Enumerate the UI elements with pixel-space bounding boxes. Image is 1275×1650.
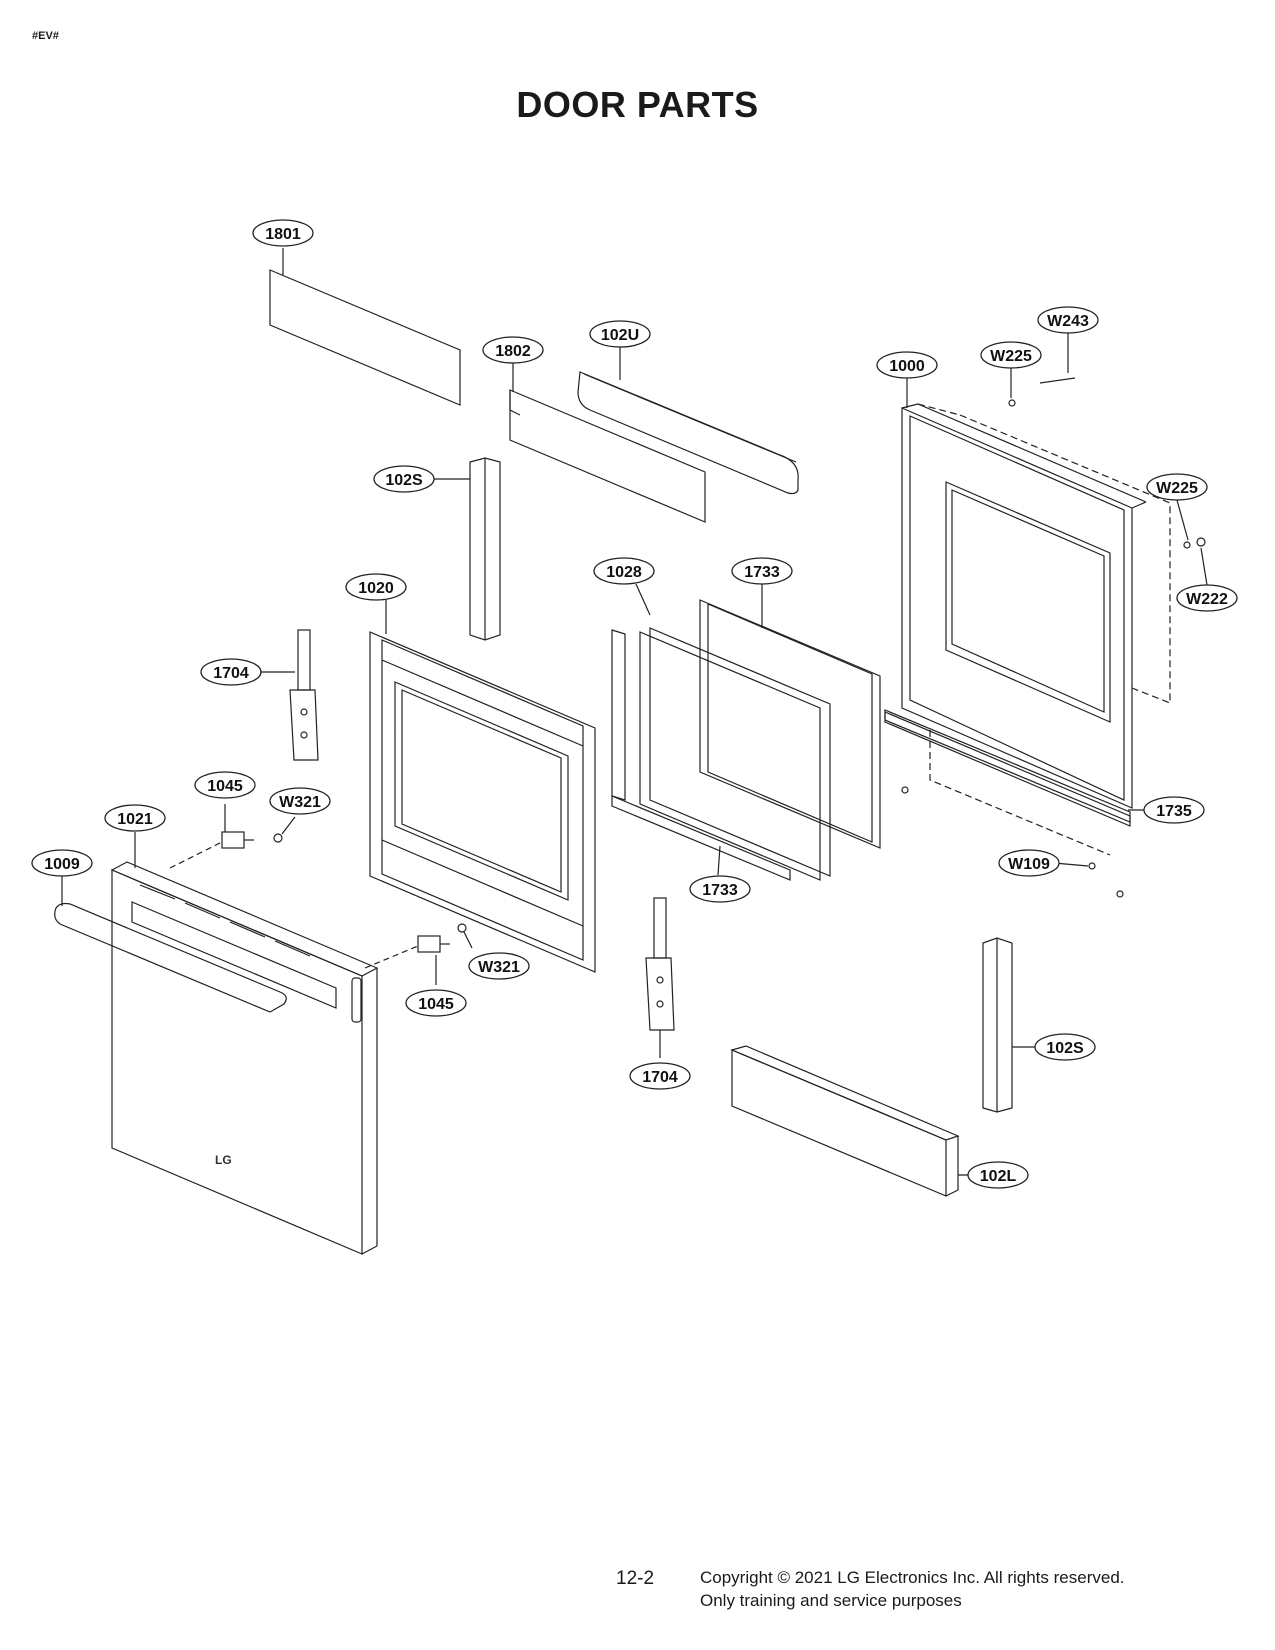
svg-text:1733: 1733: [702, 882, 738, 899]
callout-w321-lower: W321: [468, 952, 530, 980]
callout-1733-lower: 1733: [689, 875, 751, 903]
callout-w225-right: W225: [1146, 473, 1208, 501]
part-1735-bracket: [884, 711, 1131, 827]
copyright-notice: Copyright © 2021 LG Electronics Inc. All…: [700, 1566, 1125, 1612]
callout-w243: W243: [1037, 306, 1099, 334]
screw-w321-upper: [273, 833, 283, 843]
screw-w222: [1196, 537, 1206, 547]
callout-102l: 102L: [967, 1161, 1029, 1189]
svg-text:1801: 1801: [265, 226, 301, 243]
part-1045-bracket-upper: [221, 831, 254, 849]
page-title: DOOR PARTS: [516, 84, 759, 125]
part-1704-hinge-lower: [645, 897, 675, 1031]
callout-1801: 1801: [252, 219, 314, 247]
svg-text:1735: 1735: [1156, 803, 1192, 820]
callout-102s-left: 102S: [373, 465, 435, 493]
svg-text:1704: 1704: [213, 665, 249, 682]
callout-1021: 1021: [104, 804, 166, 832]
callout-w225-top: W225: [980, 341, 1042, 369]
part-102s-right-spacer: [982, 937, 1013, 1113]
copyright-line: Copyright © 2021 LG Electronics Inc. All…: [700, 1568, 1125, 1587]
washer-w225-top: [1008, 399, 1016, 407]
part-1733-lower-gasket: [611, 629, 791, 881]
screw-w109-b: [1116, 890, 1124, 898]
part-1802-sheet: [509, 389, 706, 523]
part-1020-middle-frame: [369, 631, 596, 973]
callout-1009: 1009: [31, 849, 93, 877]
part-1733-upper-gasket: [699, 599, 881, 849]
callout-1028: 1028: [593, 557, 655, 585]
svg-text:102U: 102U: [601, 327, 639, 344]
svg-text:1045: 1045: [207, 778, 243, 795]
part-102l-bottom-trim: [730, 1045, 960, 1197]
lg-logo: LG: [215, 1153, 232, 1167]
callout-w321-upper: W321: [269, 787, 331, 815]
callout-w109: W109: [998, 849, 1060, 877]
svg-text:W225: W225: [1156, 480, 1198, 497]
part-1021-outer-door: [110, 861, 379, 1255]
svg-text:W243: W243: [1047, 313, 1089, 330]
callout-1045-lower: 1045: [405, 989, 467, 1017]
svg-text:1733: 1733: [744, 564, 780, 581]
part-1045-bracket-lower: [417, 935, 450, 953]
part-1000-inner-frame: [884, 403, 1171, 856]
svg-text:1020: 1020: [358, 580, 394, 597]
svg-text:1021: 1021: [117, 811, 153, 828]
svg-text:102S: 102S: [385, 472, 423, 489]
screw-w243: [1039, 377, 1076, 384]
svg-text:1000: 1000: [889, 358, 925, 375]
model-code: #EV#: [32, 30, 59, 42]
svg-text:W109: W109: [1008, 856, 1050, 873]
part-1801-insulation: [269, 269, 461, 406]
callout-1020: 1020: [345, 573, 407, 601]
svg-text:1009: 1009: [44, 856, 80, 873]
washer-w225-right: [1183, 541, 1191, 549]
svg-text:1045: 1045: [418, 996, 454, 1013]
svg-text:1704: 1704: [642, 1069, 678, 1086]
usage-note: Only training and service purposes: [700, 1591, 962, 1610]
part-1009-handle: [54, 902, 287, 1013]
page-number: 12-2: [616, 1568, 655, 1589]
callout-1704-upper: 1704: [200, 658, 262, 686]
screw-w109-c: [901, 786, 909, 794]
part-102s-left-spacer: [469, 457, 501, 641]
svg-text:102L: 102L: [980, 1168, 1017, 1185]
svg-text:102S: 102S: [1046, 1040, 1084, 1057]
part-102u-top-trim: [577, 371, 799, 495]
callout-1733-upper: 1733: [731, 557, 793, 585]
screw-w109-a: [1088, 862, 1096, 870]
svg-text:W321: W321: [279, 794, 321, 811]
callout-w222: W222: [1176, 584, 1238, 612]
callout-1735: 1735: [1143, 796, 1205, 824]
part-1028-glass: [639, 627, 831, 881]
callout-1000: 1000: [876, 351, 938, 379]
part-1704-hinge-upper: [289, 629, 319, 761]
callout-102u: 102U: [589, 320, 651, 348]
svg-text:1802: 1802: [495, 343, 531, 360]
callout-1704-lower: 1704: [629, 1062, 691, 1090]
svg-text:1028: 1028: [606, 564, 642, 581]
callout-1045-upper: 1045: [194, 771, 256, 799]
callout-1802: 1802: [482, 336, 544, 364]
svg-text:W225: W225: [990, 348, 1032, 365]
callouts: 1801 102U 1802 1000 W225 W243 102S W225 …: [31, 219, 1238, 1189]
callout-102s-right: 102S: [1034, 1033, 1096, 1061]
svg-text:W222: W222: [1186, 591, 1228, 608]
screw-w321-lower: [457, 923, 467, 933]
svg-text:W321: W321: [478, 959, 520, 976]
